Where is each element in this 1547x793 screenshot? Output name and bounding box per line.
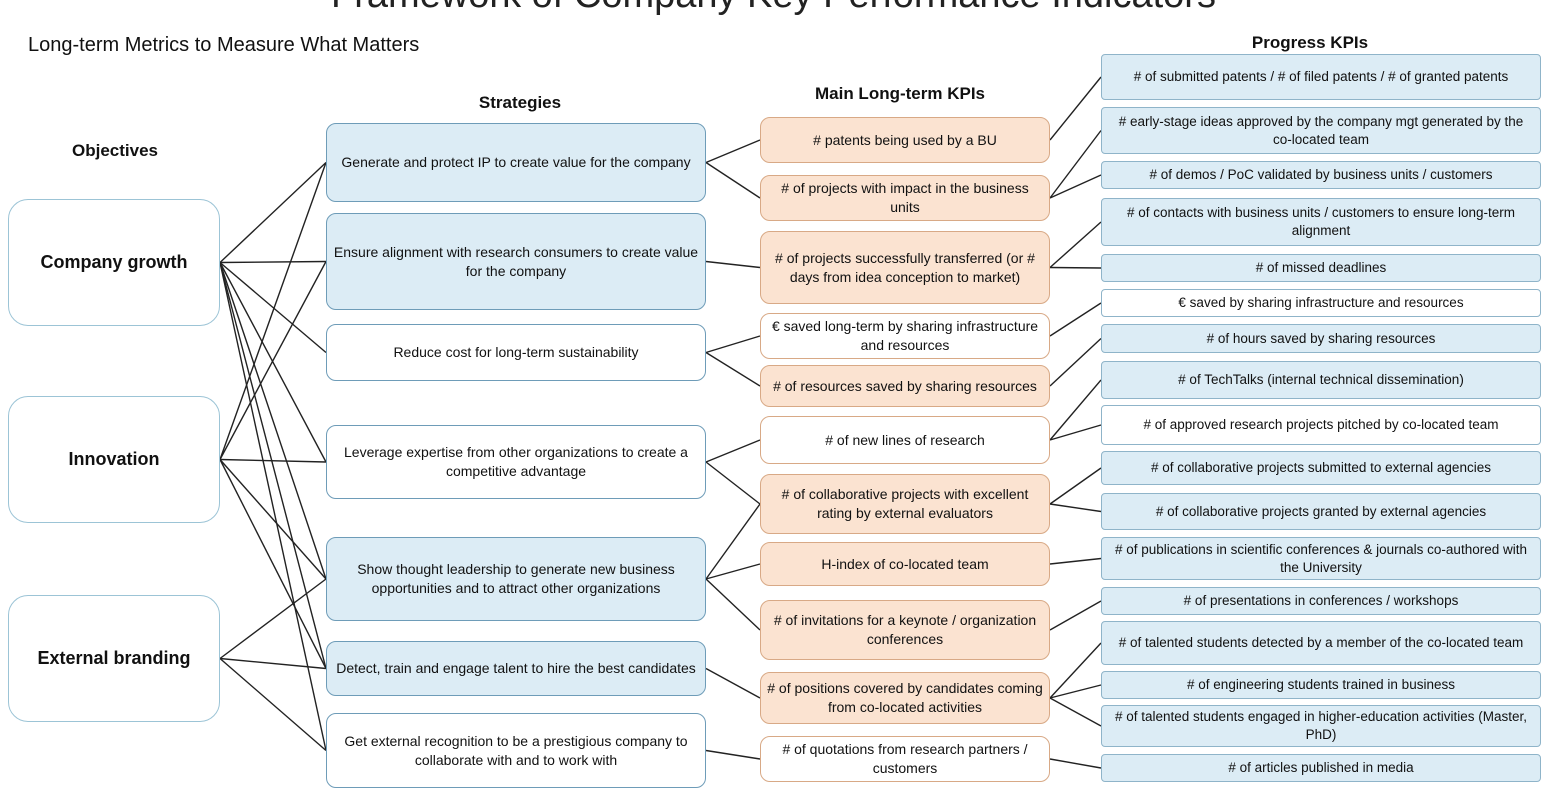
connector-line bbox=[705, 260, 761, 269]
connector-line bbox=[219, 262, 327, 580]
objective-innovation: Innovation bbox=[8, 396, 220, 523]
connector-line bbox=[1049, 642, 1102, 699]
connector-line bbox=[1049, 337, 1102, 387]
main-kpi: # of projects successfully transferred (… bbox=[760, 231, 1050, 304]
connector-line bbox=[219, 459, 327, 669]
connector-line bbox=[1049, 697, 1102, 727]
connector-line bbox=[1049, 600, 1102, 631]
page-subtitle: Long-term Metrics to Measure What Matter… bbox=[28, 34, 420, 56]
progress-kpi: # early-stage ideas approved by the comp… bbox=[1101, 107, 1541, 154]
connector-line bbox=[1049, 379, 1102, 441]
progress-kpis-header: Progress KPIs bbox=[1251, 33, 1369, 52]
progress-kpi: € saved by sharing infrastructure and re… bbox=[1101, 289, 1541, 317]
strategy-leverage-expertise: Leverage expertise from other organizati… bbox=[326, 425, 706, 499]
connector-line bbox=[1049, 467, 1102, 505]
main-kpis-header: Main Long-term KPIs bbox=[814, 84, 985, 103]
strategy-engage-talent: Detect, train and engage talent to hire … bbox=[326, 641, 706, 696]
main-kpi: # of invitations for a keynote / organiz… bbox=[760, 600, 1050, 660]
connector-line bbox=[705, 461, 761, 505]
progress-kpi: # of presentations in conferences / work… bbox=[1101, 587, 1541, 615]
connector-line bbox=[705, 503, 761, 580]
connector-line bbox=[1049, 503, 1102, 513]
connector-line bbox=[219, 261, 327, 460]
connector-line bbox=[1049, 221, 1102, 269]
main-kpi: # patents being used by a BU bbox=[760, 117, 1050, 163]
connector-line bbox=[705, 351, 761, 387]
main-kpi: H-index of co-located team bbox=[760, 542, 1050, 586]
connector-line bbox=[705, 335, 761, 354]
connector-line bbox=[219, 161, 327, 264]
progress-kpi: # of collaborative projects granted by e… bbox=[1101, 493, 1541, 530]
connector-line bbox=[219, 459, 327, 580]
connector-line bbox=[219, 657, 327, 752]
connector-line bbox=[705, 578, 761, 631]
strategy-protect-ip: Generate and protect IP to create value … bbox=[326, 123, 706, 202]
progress-kpi: # of contacts with business units / cust… bbox=[1101, 198, 1541, 246]
connector-line bbox=[705, 139, 761, 164]
connector-line bbox=[219, 262, 327, 751]
progress-kpi: # of articles published in media bbox=[1101, 754, 1541, 782]
connector-line bbox=[1049, 684, 1102, 699]
main-kpi: # of positions covered by candidates com… bbox=[760, 672, 1050, 724]
strategy-thought-leadership: Show thought leadership to generate new … bbox=[326, 537, 706, 621]
connector-line bbox=[219, 458, 327, 463]
progress-kpi: # of talented students detected by a mem… bbox=[1101, 621, 1541, 665]
connector-line bbox=[219, 262, 327, 669]
main-kpi: # of collaborative projects with excelle… bbox=[760, 474, 1050, 534]
connector-line bbox=[705, 749, 761, 760]
connector-line bbox=[1049, 302, 1102, 337]
main-kpi: # of projects with impact in the busines… bbox=[760, 175, 1050, 221]
progress-kpi: # of approved research projects pitched … bbox=[1101, 405, 1541, 445]
strategy-reduce-cost: Reduce cost for long-term sustainability bbox=[326, 324, 706, 381]
progress-kpi: # of publications in scientific conferen… bbox=[1101, 537, 1541, 580]
connector-line bbox=[1049, 174, 1102, 199]
connector-line bbox=[219, 578, 327, 660]
connector-line bbox=[705, 439, 761, 463]
connector-line bbox=[1049, 758, 1102, 769]
progress-kpi: # of engineering students trained in bus… bbox=[1101, 671, 1541, 699]
connector-line bbox=[1049, 130, 1102, 199]
progress-kpi: # of missed deadlines bbox=[1101, 254, 1541, 282]
main-kpi: # of quotations from research partners /… bbox=[760, 736, 1050, 782]
progress-kpi: # of talented students engaged in higher… bbox=[1101, 705, 1541, 747]
connector-line bbox=[219, 262, 327, 463]
connector-line bbox=[219, 162, 327, 460]
main-kpi: € saved long-term by sharing infrastruct… bbox=[760, 313, 1050, 359]
progress-kpi: # of TechTalks (internal technical disse… bbox=[1101, 361, 1541, 399]
connector-line bbox=[219, 261, 327, 354]
main-kpi: # of new lines of research bbox=[760, 416, 1050, 464]
progress-kpi: # of collaborative projects submitted to… bbox=[1101, 451, 1541, 485]
objectives-header: Objectives bbox=[72, 141, 158, 160]
connector-line bbox=[705, 563, 761, 580]
progress-kpi: # of submitted patents / # of filed pate… bbox=[1101, 54, 1541, 100]
strategy-ensure-alignment: Ensure alignment with research consumers… bbox=[326, 213, 706, 310]
objective-company-growth: Company growth bbox=[8, 199, 220, 326]
connector-line bbox=[1049, 76, 1102, 141]
connector-line bbox=[219, 260, 327, 264]
progress-kpi: # of hours saved by sharing resources bbox=[1101, 324, 1541, 353]
connector-line bbox=[705, 667, 761, 699]
connector-line bbox=[1049, 266, 1102, 269]
strategies-header: Strategies bbox=[478, 93, 562, 112]
connector-line bbox=[1049, 424, 1102, 441]
connector-line bbox=[219, 657, 327, 670]
strategy-external-recognition: Get external recognition to be a prestig… bbox=[326, 713, 706, 788]
main-kpi: # of resources saved by sharing resource… bbox=[760, 365, 1050, 407]
progress-kpi: # of demos / PoC validated by business u… bbox=[1101, 161, 1541, 189]
connector-line bbox=[705, 161, 761, 199]
page-title: Framework of Company Key Performance Ind… bbox=[0, 0, 1547, 17]
connector-line bbox=[1049, 557, 1102, 565]
objective-external-branding: External branding bbox=[8, 595, 220, 722]
